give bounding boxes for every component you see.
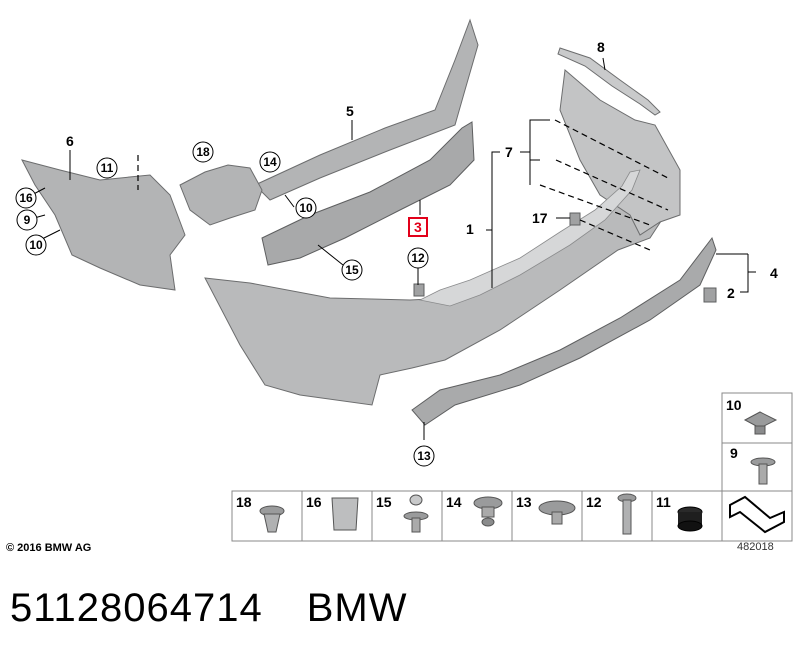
callout-3-highlight-box: [408, 217, 428, 237]
hw-label-10: 10: [726, 397, 742, 413]
circle-callout-13: 13: [413, 445, 435, 467]
left-carrier-bracket: [21, 159, 186, 291]
diagram-number: 482018: [737, 541, 774, 553]
circle-callout-11: 11: [96, 157, 118, 179]
callout-4: 4: [770, 265, 778, 281]
bumper-top-ledge: [418, 169, 641, 307]
hw-label-13: 13: [516, 494, 532, 510]
callout-3: 3: [414, 219, 422, 235]
trim-strip: [557, 47, 661, 116]
part-number: 51128064714: [10, 586, 263, 630]
part-caption: 51128064714 BMW: [10, 586, 452, 631]
side-bracket: [179, 164, 263, 226]
hw-label-15: 15: [376, 494, 392, 510]
hw-label-14: 14: [446, 494, 462, 510]
nut-icon: [743, 411, 778, 429]
svg-text:10: 10: [29, 238, 43, 252]
hw-label-9: 9: [730, 445, 738, 461]
clip-17: [569, 212, 581, 226]
rear-diffuser: [411, 236, 717, 426]
svg-text:13: 13: [417, 449, 431, 463]
callout-17: 17: [532, 210, 548, 226]
bumper-bracket-upper: [254, 18, 479, 201]
circle-callout-16: 16: [15, 187, 37, 209]
copyright-notice: © 2016 BMW AG: [6, 542, 92, 554]
clip-2: [703, 287, 717, 303]
callout-8: 8: [597, 39, 605, 55]
bumper-side-panel: [559, 69, 681, 236]
circle-callout-10-center: 10: [295, 197, 317, 219]
leader-lines: [25, 57, 756, 440]
circle-callout-18: 18: [192, 141, 214, 163]
callout-5: 5: [346, 103, 354, 119]
callout-1: 1: [466, 221, 474, 237]
circle-callout-9: 9: [16, 209, 38, 231]
svg-text:12: 12: [411, 251, 425, 265]
svg-text:18: 18: [196, 145, 210, 159]
hw-label-12: 12: [586, 494, 602, 510]
clip-12: [413, 283, 425, 297]
spring-clip-icon: [331, 497, 359, 531]
callout-7: 7: [505, 144, 513, 160]
svg-text:10: 10: [299, 201, 313, 215]
hardware-bottom-row: 18 16 15 14 13 12 11: [231, 490, 793, 542]
svg-text:16: 16: [19, 191, 33, 205]
svg-text:15: 15: [345, 263, 359, 277]
callout-2: 2: [727, 285, 735, 301]
dashed-leaders: [137, 119, 669, 251]
hw-label-18: 18: [236, 494, 252, 510]
svg-text:9: 9: [24, 213, 31, 227]
small-parts-symbol-icon: [729, 495, 785, 534]
hw-label-16: 16: [306, 494, 322, 510]
impact-absorber: [261, 121, 475, 266]
svg-text:11: 11: [101, 161, 114, 175]
circle-callout-15: 15: [341, 259, 363, 281]
svg-text:14: 14: [263, 155, 277, 169]
circle-callout-12: 12: [407, 247, 429, 269]
hardware-right-column: 10 9: [721, 392, 793, 492]
expanding-rivet-icon: [409, 494, 423, 506]
callout-6: 6: [66, 133, 74, 149]
hw-label-11: 11: [656, 494, 671, 510]
brand-name: BMW: [306, 586, 408, 630]
circle-callout-10-left: 10: [25, 234, 47, 256]
circle-callout-14: 14: [259, 151, 281, 173]
